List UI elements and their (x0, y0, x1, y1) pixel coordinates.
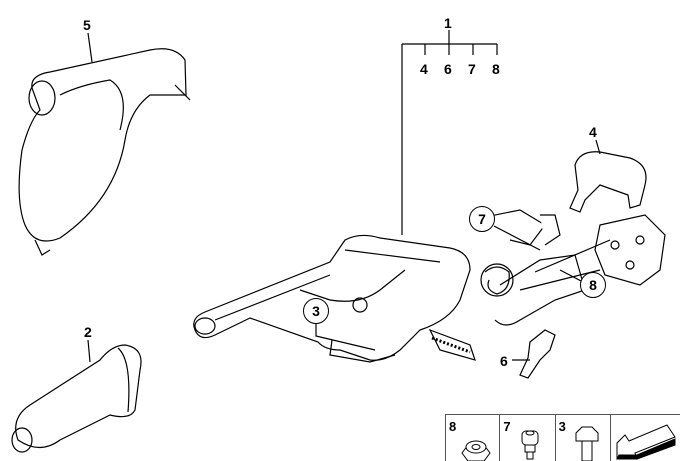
callout-sub-8: 8 (492, 61, 500, 77)
callout-4: 4 (589, 124, 597, 140)
leader-8 (559, 269, 584, 283)
legend-item-nut: 8 (446, 415, 501, 461)
callout-5: 5 (83, 17, 91, 33)
callout-6: 6 (500, 353, 508, 369)
callout-bracket-1 (401, 30, 498, 235)
clip-part-4 (569, 139, 647, 213)
legend-item-bolt: 3 (556, 415, 611, 461)
nut-icon (461, 440, 491, 461)
bracket-part-6 (512, 329, 556, 379)
pin-icon (521, 430, 539, 460)
legend-number: 8 (449, 419, 457, 434)
callout-1: 1 (444, 15, 452, 31)
legend-number: 3 (558, 419, 566, 434)
leader-3 (315, 322, 376, 351)
legend-arrow (611, 415, 680, 461)
legend-number: 7 (503, 419, 511, 434)
bolt-icon (575, 426, 599, 461)
hardware-legend: 8 7 3 (445, 414, 680, 461)
callout-2: 2 (84, 324, 92, 340)
handbrake-grip-part-5 (18, 32, 191, 256)
callout-sub-6: 6 (444, 61, 452, 77)
callout-7-circled: 7 (469, 206, 495, 232)
leader-7 (493, 225, 541, 251)
direction-arrow-icon (616, 424, 676, 460)
legend-item-pin: 7 (500, 415, 556, 461)
callout-3-circled: 3 (303, 298, 329, 324)
callout-sub-4: 4 (420, 61, 428, 77)
callout-8-circled: 8 (580, 272, 606, 298)
handbrake-lever-assembly (193, 209, 666, 363)
boot-cover-part-2 (11, 339, 142, 453)
callout-sub-7: 7 (468, 61, 476, 77)
